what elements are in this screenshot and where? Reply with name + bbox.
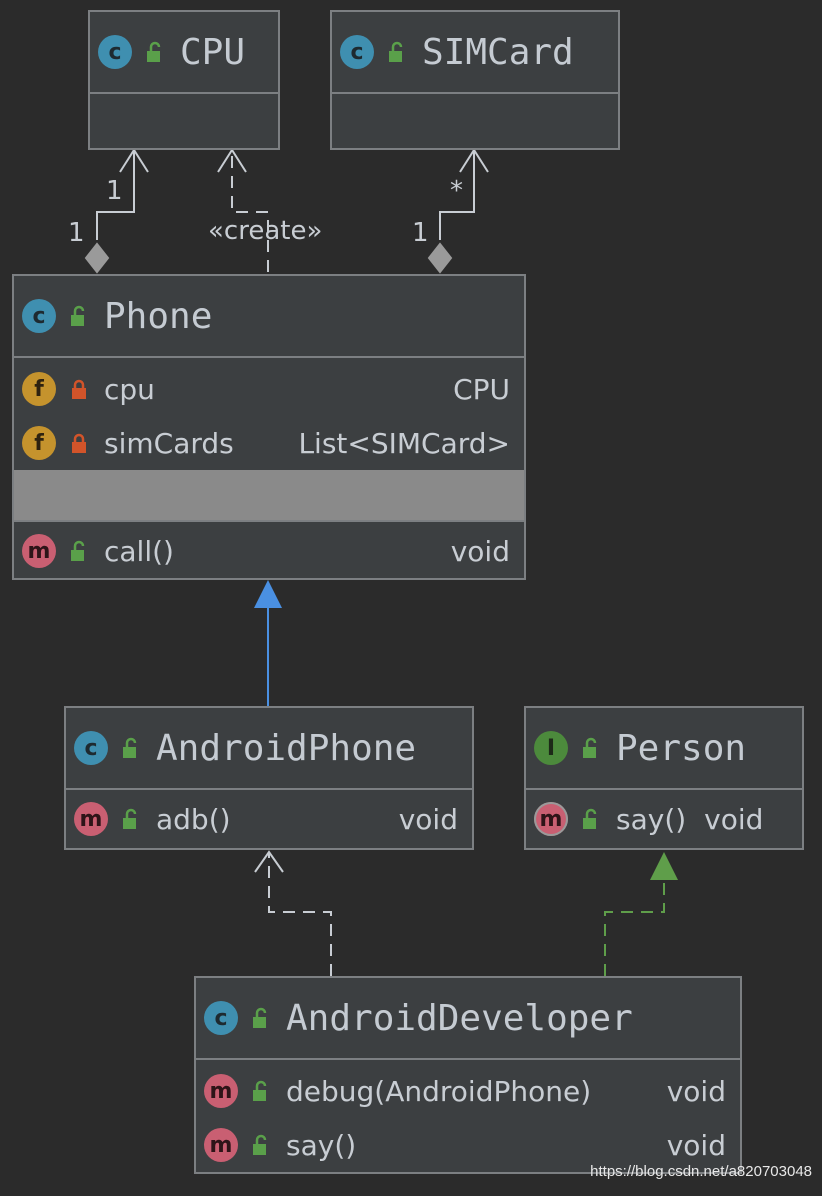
class-kind-icon: c xyxy=(74,731,108,765)
class-name: CPU xyxy=(180,31,246,73)
composition-phone-cpu xyxy=(84,148,149,274)
public-unlock-icon xyxy=(253,1080,267,1101)
method-name: say() xyxy=(286,1128,357,1162)
field-icon: f xyxy=(22,372,56,406)
method-return-type: void xyxy=(666,1074,726,1108)
watermark-url: https://blog.csdn.net/a820703048 xyxy=(590,1163,812,1180)
simcard-target-multiplicity: * xyxy=(450,176,463,206)
class-phone-header: c Phone xyxy=(14,276,524,358)
phone-fields: f cpu CPU f simCards List<SIMCard> xyxy=(14,358,524,470)
method-row-say[interactable]: m say() void xyxy=(526,792,802,846)
class-androidphone-header: c AndroidPhone xyxy=(66,708,472,790)
public-unlock-icon xyxy=(253,1007,267,1028)
method-return-type: void xyxy=(704,802,764,836)
public-unlock-icon xyxy=(253,1134,267,1155)
public-unlock-icon xyxy=(147,41,161,62)
method-name: say() xyxy=(616,802,687,836)
class-name: SIMCard xyxy=(422,31,574,73)
class-kind-icon: c xyxy=(204,1001,238,1035)
public-unlock-icon xyxy=(389,41,403,62)
class-simcard-header: c SIMCard xyxy=(332,12,618,94)
class-simcard[interactable]: c SIMCard xyxy=(330,10,620,150)
public-unlock-icon xyxy=(123,737,137,758)
field-icon: f xyxy=(22,426,56,460)
class-phone[interactable]: c Phone f cpu CPU f simCards List<SIMCar… xyxy=(12,274,526,580)
private-lock-icon xyxy=(72,433,86,453)
constructors-separator xyxy=(14,470,524,522)
method-name: debug(AndroidPhone) xyxy=(286,1074,592,1108)
public-unlock-icon xyxy=(71,305,85,326)
class-androiddeveloper-header: c AndroidDeveloper xyxy=(196,978,740,1060)
method-icon: m xyxy=(204,1074,238,1108)
method-icon: m xyxy=(22,534,56,568)
interface-person[interactable]: I Person m say() void xyxy=(524,706,804,850)
public-unlock-icon xyxy=(583,737,597,758)
class-name: Phone xyxy=(104,295,213,337)
method-row-say[interactable]: m say() void xyxy=(196,1118,740,1172)
field-name: cpu xyxy=(104,372,155,406)
class-cpu-header: c CPU xyxy=(90,12,278,94)
field-row-cpu[interactable]: f cpu CPU xyxy=(14,362,524,416)
class-androidphone[interactable]: c AndroidPhone m adb() void xyxy=(64,706,474,850)
interface-kind-icon: I xyxy=(534,731,568,765)
private-lock-icon xyxy=(72,379,86,399)
method-name: adb() xyxy=(156,802,231,836)
class-kind-icon: c xyxy=(98,35,132,69)
method-return-type: void xyxy=(450,534,510,568)
composition-phone-simcard xyxy=(427,148,489,274)
cpu-source-multiplicity: 1 xyxy=(68,218,85,248)
simcard-source-multiplicity: 1 xyxy=(412,218,429,248)
interface-name: Person xyxy=(616,727,747,769)
create-stereotype-label: «create» xyxy=(208,216,323,246)
method-row-call[interactable]: m call() void xyxy=(14,524,524,578)
method-name: call() xyxy=(104,534,174,568)
class-kind-icon: c xyxy=(340,35,374,69)
dependency-create-phone-cpu xyxy=(217,148,269,272)
public-unlock-icon xyxy=(71,540,85,561)
class-name: AndroidPhone xyxy=(156,727,417,769)
public-unlock-icon xyxy=(123,808,137,829)
realization-androiddeveloper-person xyxy=(604,852,678,976)
field-name: simCards xyxy=(104,426,234,460)
method-return-type: void xyxy=(666,1128,726,1162)
dependency-androiddeveloper-androidphone xyxy=(254,850,332,976)
class-kind-icon: c xyxy=(22,299,56,333)
public-unlock-icon xyxy=(583,808,597,829)
method-return-type: void xyxy=(398,802,458,836)
method-row-debug[interactable]: m debug(AndroidPhone) void xyxy=(196,1064,740,1118)
method-icon: m xyxy=(204,1128,238,1162)
class-cpu[interactable]: c CPU xyxy=(88,10,280,150)
method-icon: m xyxy=(74,802,108,836)
field-row-simcards[interactable]: f simCards List<SIMCard> xyxy=(14,416,524,470)
cpu-target-multiplicity: 1 xyxy=(106,176,123,206)
class-name: AndroidDeveloper xyxy=(286,997,633,1039)
field-type: List<SIMCard> xyxy=(298,426,510,460)
class-androiddeveloper[interactable]: c AndroidDeveloper m debug(AndroidPhone)… xyxy=(194,976,742,1174)
method-row-adb[interactable]: m adb() void xyxy=(66,792,472,846)
interface-person-header: I Person xyxy=(526,708,802,790)
abstract-method-icon: m xyxy=(534,802,568,836)
inheritance-androidphone-phone xyxy=(254,580,282,706)
field-type: CPU xyxy=(453,372,510,406)
